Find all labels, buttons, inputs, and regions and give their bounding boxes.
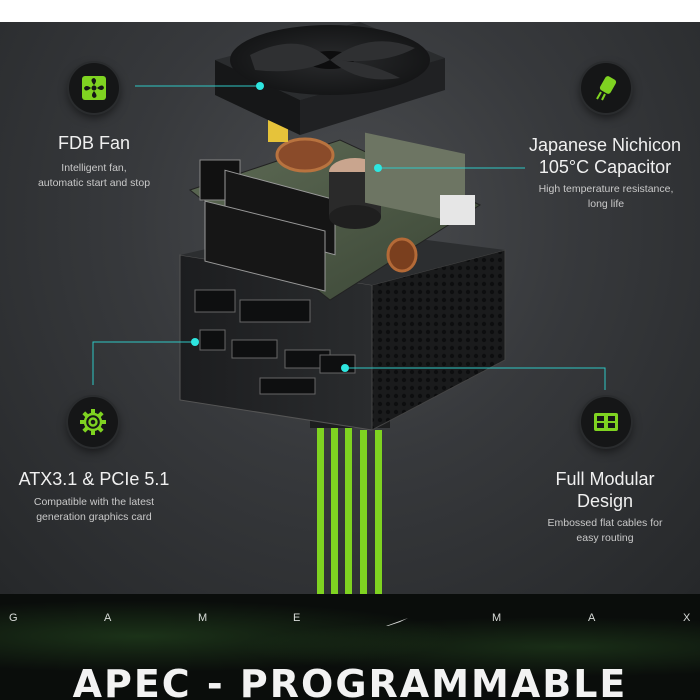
atx-desc-line2: generation graphics card <box>36 511 152 523</box>
modular-desc-line2: easy routing <box>576 532 634 544</box>
top-margin <box>0 0 700 22</box>
brand-letter-m2: M <box>492 612 503 624</box>
strip-glow <box>0 594 700 700</box>
brand-letter-g: G <box>9 612 19 624</box>
pcb-board <box>188 118 482 301</box>
capacitor-icon <box>596 76 617 101</box>
gear-icon <box>80 409 106 435</box>
atx-title: ATX3.1 & PCIe 5.1 <box>18 469 170 489</box>
brand-letter-a: A <box>104 612 113 624</box>
fan-desc-line2: automatic start and stop <box>37 177 151 189</box>
modular-callout-dot <box>341 364 349 372</box>
fan-title: FDB Fan <box>57 133 131 153</box>
capacitor-desc-line2: long life <box>587 198 625 210</box>
fan-badge <box>69 63 119 113</box>
modular-title-line1: Full Modular <box>555 469 655 489</box>
modular-desc-line1: Embossed flat cables for <box>547 517 663 529</box>
brand-letter-m: M <box>198 612 209 624</box>
fdb-fan <box>215 22 445 135</box>
brand-letter-x: X <box>683 612 692 624</box>
brand-slash-icon <box>386 618 408 626</box>
capacitor-title-line2: 105°C Capacitor <box>538 157 672 177</box>
atx-callout-dot <box>191 338 199 346</box>
atx-desc-line1: Compatible with the latest <box>33 496 155 508</box>
modular-badge <box>581 397 631 447</box>
brand-letter-a2: A <box>588 612 597 624</box>
fan-icon <box>82 76 106 100</box>
callout-lines <box>92 85 606 390</box>
modular-title-line2: Design <box>576 491 634 511</box>
capacitor-title-line1: Japanese Nichicon <box>528 135 682 155</box>
capacitor-badge <box>581 63 631 113</box>
modular-connector-icon <box>594 413 618 431</box>
headline: APEC - PROGRAMMABLE <box>72 662 628 700</box>
modular-cables <box>310 420 390 595</box>
fan-callout-dot <box>256 82 264 90</box>
brand-strip <box>0 594 700 700</box>
capacitor-callout-dot <box>374 164 382 172</box>
atx-badge <box>68 397 118 447</box>
capacitor-desc-line1: High temperature resistance, <box>538 183 674 195</box>
fan-desc-line1: Intelligent fan, <box>61 162 127 174</box>
brand-letter-e: E <box>293 612 302 624</box>
